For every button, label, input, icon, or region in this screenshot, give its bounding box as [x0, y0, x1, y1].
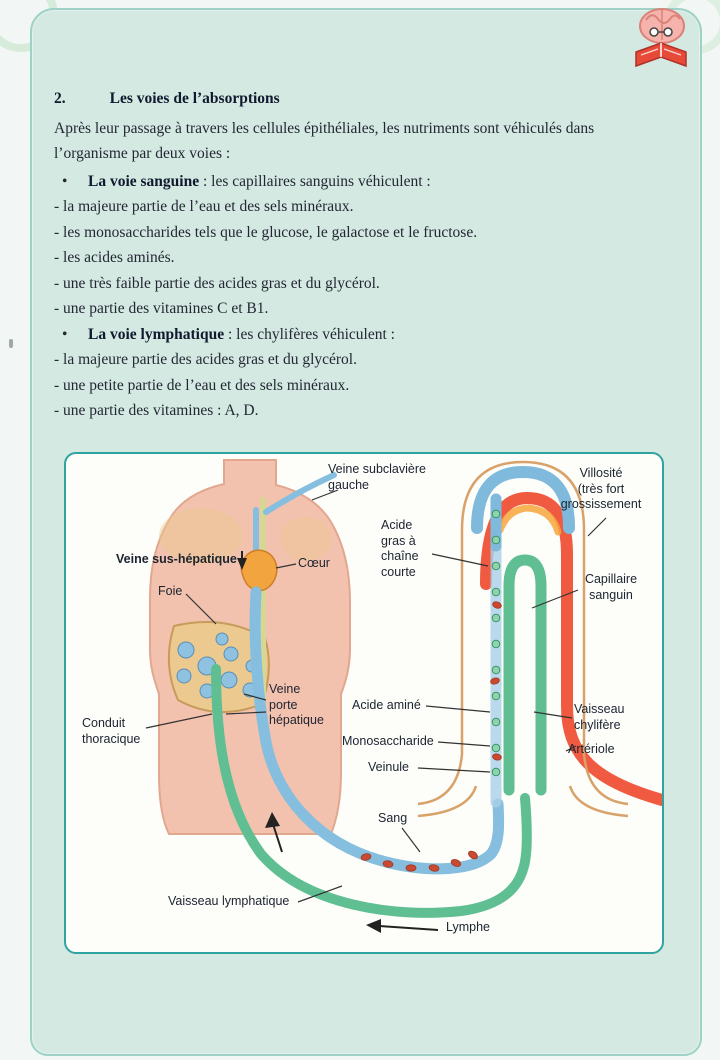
pointer-sang	[401, 827, 421, 853]
pointer-foie	[185, 593, 217, 625]
textbook-page: 2. Les voies de l’absorptions Après leur…	[30, 8, 702, 1056]
pointer-veine-porte-1	[243, 693, 267, 701]
voie-lymphatique-suffix: : les chylifères véhiculent :	[224, 325, 395, 343]
thoracic-duct-and-lymph-sweep	[211, 664, 532, 918]
flow-arrows	[237, 551, 439, 933]
voie-lymphatique-label: La voie lymphatique	[88, 325, 225, 343]
list-item: - une très faible partie des acides gras…	[54, 274, 380, 292]
voie-sanguine-suffix: : les capillaires sanguins véhiculent :	[199, 172, 431, 190]
bullet-voie-sanguine: • La voie sanguine : les capillaires sang…	[54, 169, 670, 195]
bullet-glyph: •	[62, 325, 68, 343]
lung-shade-right	[280, 517, 332, 561]
absorption-diagram-art	[145, 459, 662, 933]
list-item: - une partie des vitamines : A, D.	[54, 402, 259, 419]
section-heading: 2. Les voies de l’absorptions	[54, 86, 670, 112]
pointer-monosaccharide	[437, 741, 491, 747]
intro-paragraph: Après leur passage à travers les cellule…	[54, 119, 595, 163]
list-item: - la majeure partie de l’eau et des sels…	[54, 198, 354, 215]
list-item: - une partie des vitamines C et B1.	[54, 300, 269, 317]
label-acide-amine: Acide aminé	[352, 698, 421, 712]
venous-cap	[471, 465, 575, 534]
chyliferous-lacteal-loop	[503, 554, 547, 796]
label-veine-porte: Veine porte hépatique	[269, 682, 324, 727]
portal-vein-sweep	[249, 586, 505, 875]
pointer-veinule	[417, 767, 491, 773]
list-item: - les acides aminés.	[54, 249, 175, 266]
pointer-villosite	[587, 517, 607, 537]
label-lymphe: Lymphe	[446, 920, 491, 934]
blood-cells-in-channel	[490, 601, 502, 761]
label-conduit-thoracique: Conduit thoracique	[82, 716, 141, 746]
scan-speck	[9, 339, 13, 348]
voie-sanguine-label: La voie sanguine	[88, 172, 200, 190]
pointer-vaisseau-lymphatique	[297, 885, 343, 903]
label-veine-sus-hepatique: Veine sus-hépatique	[116, 552, 237, 566]
artery-glow	[496, 504, 562, 536]
villus-wall-inner-flare-right	[568, 785, 629, 818]
label-capillaire-sanguin: Capillaire sanguin	[584, 572, 638, 602]
label-foie: Foie	[158, 584, 183, 598]
sus-hepatic-arrow-head	[237, 558, 247, 570]
label-veine-subclaviere: Veine subclavière gauche	[328, 462, 426, 492]
section-title: Les voies de l’absorptions	[109, 90, 280, 107]
pointer-acide-amine	[425, 705, 491, 713]
label-veinule: Veinule	[368, 760, 410, 774]
section-number: 2.	[54, 90, 66, 107]
lymph-flow-arrow-stem	[379, 925, 439, 931]
lung-shade-left	[159, 508, 243, 564]
lymph-flow-arrow-head	[366, 919, 381, 933]
liver-portal-vesicles	[176, 632, 259, 699]
pointer-coeur	[275, 563, 297, 569]
villus-wall	[417, 460, 629, 806]
label-acide-gras: Acide gras à chaîne courte	[381, 518, 419, 579]
subclavian-vein	[263, 472, 337, 515]
list-item: - une petite partie de l’eau et des sels…	[54, 376, 350, 394]
lesson-text: 2. Les voies de l’absorptions Après leur…	[54, 86, 670, 424]
bullet-glyph: •	[62, 172, 68, 190]
villus-wall-inner-flare-left	[417, 785, 478, 818]
label-sang: Sang	[378, 811, 408, 825]
lymphatic-vessel	[211, 554, 547, 918]
blood-flow-arrow-head	[265, 812, 280, 828]
absorption-diagram: Veine subclavière gauche Villosité (très…	[64, 452, 664, 954]
heart	[240, 549, 278, 592]
pointer-acide-gras	[431, 553, 489, 567]
label-vaisseau-chylifere: Vaisseau chylifère	[574, 702, 625, 732]
chylomicron-droplets	[491, 509, 501, 777]
blood-cells-in-vein	[360, 850, 478, 872]
torso-illustration	[149, 459, 351, 835]
pointer-veine-subclaviere	[311, 489, 339, 501]
list-item: - la majeure partie des acides gras et d…	[54, 351, 357, 368]
pointer-conduit-thoracique	[145, 713, 213, 729]
blood-flow-arrow-stem	[272, 823, 283, 853]
label-arteriole: Artériole	[568, 742, 615, 756]
mascot-brain-reading-icon	[635, 8, 687, 68]
villus-illustration	[417, 460, 662, 818]
bullet-voie-lymphatique: • La voie lymphatique : les chylifères vé…	[54, 322, 670, 348]
list-item: - les monosaccharides tels que le glucos…	[54, 223, 478, 241]
pointer-capillaire-sanguin	[531, 589, 579, 609]
pointer-veine-porte-2	[225, 711, 267, 715]
pointer-arteriole	[565, 745, 577, 752]
pointer-lines	[145, 489, 607, 903]
label-villosite: Villosité (très fort grossissement	[560, 466, 642, 511]
pointer-vaisseau-chylifere	[533, 711, 573, 719]
label-coeur: Cœur	[298, 556, 330, 570]
label-monosaccharide: Monosaccharide	[342, 734, 434, 748]
label-vaisseau-lymphatique: Vaisseau lymphatique	[168, 894, 290, 908]
